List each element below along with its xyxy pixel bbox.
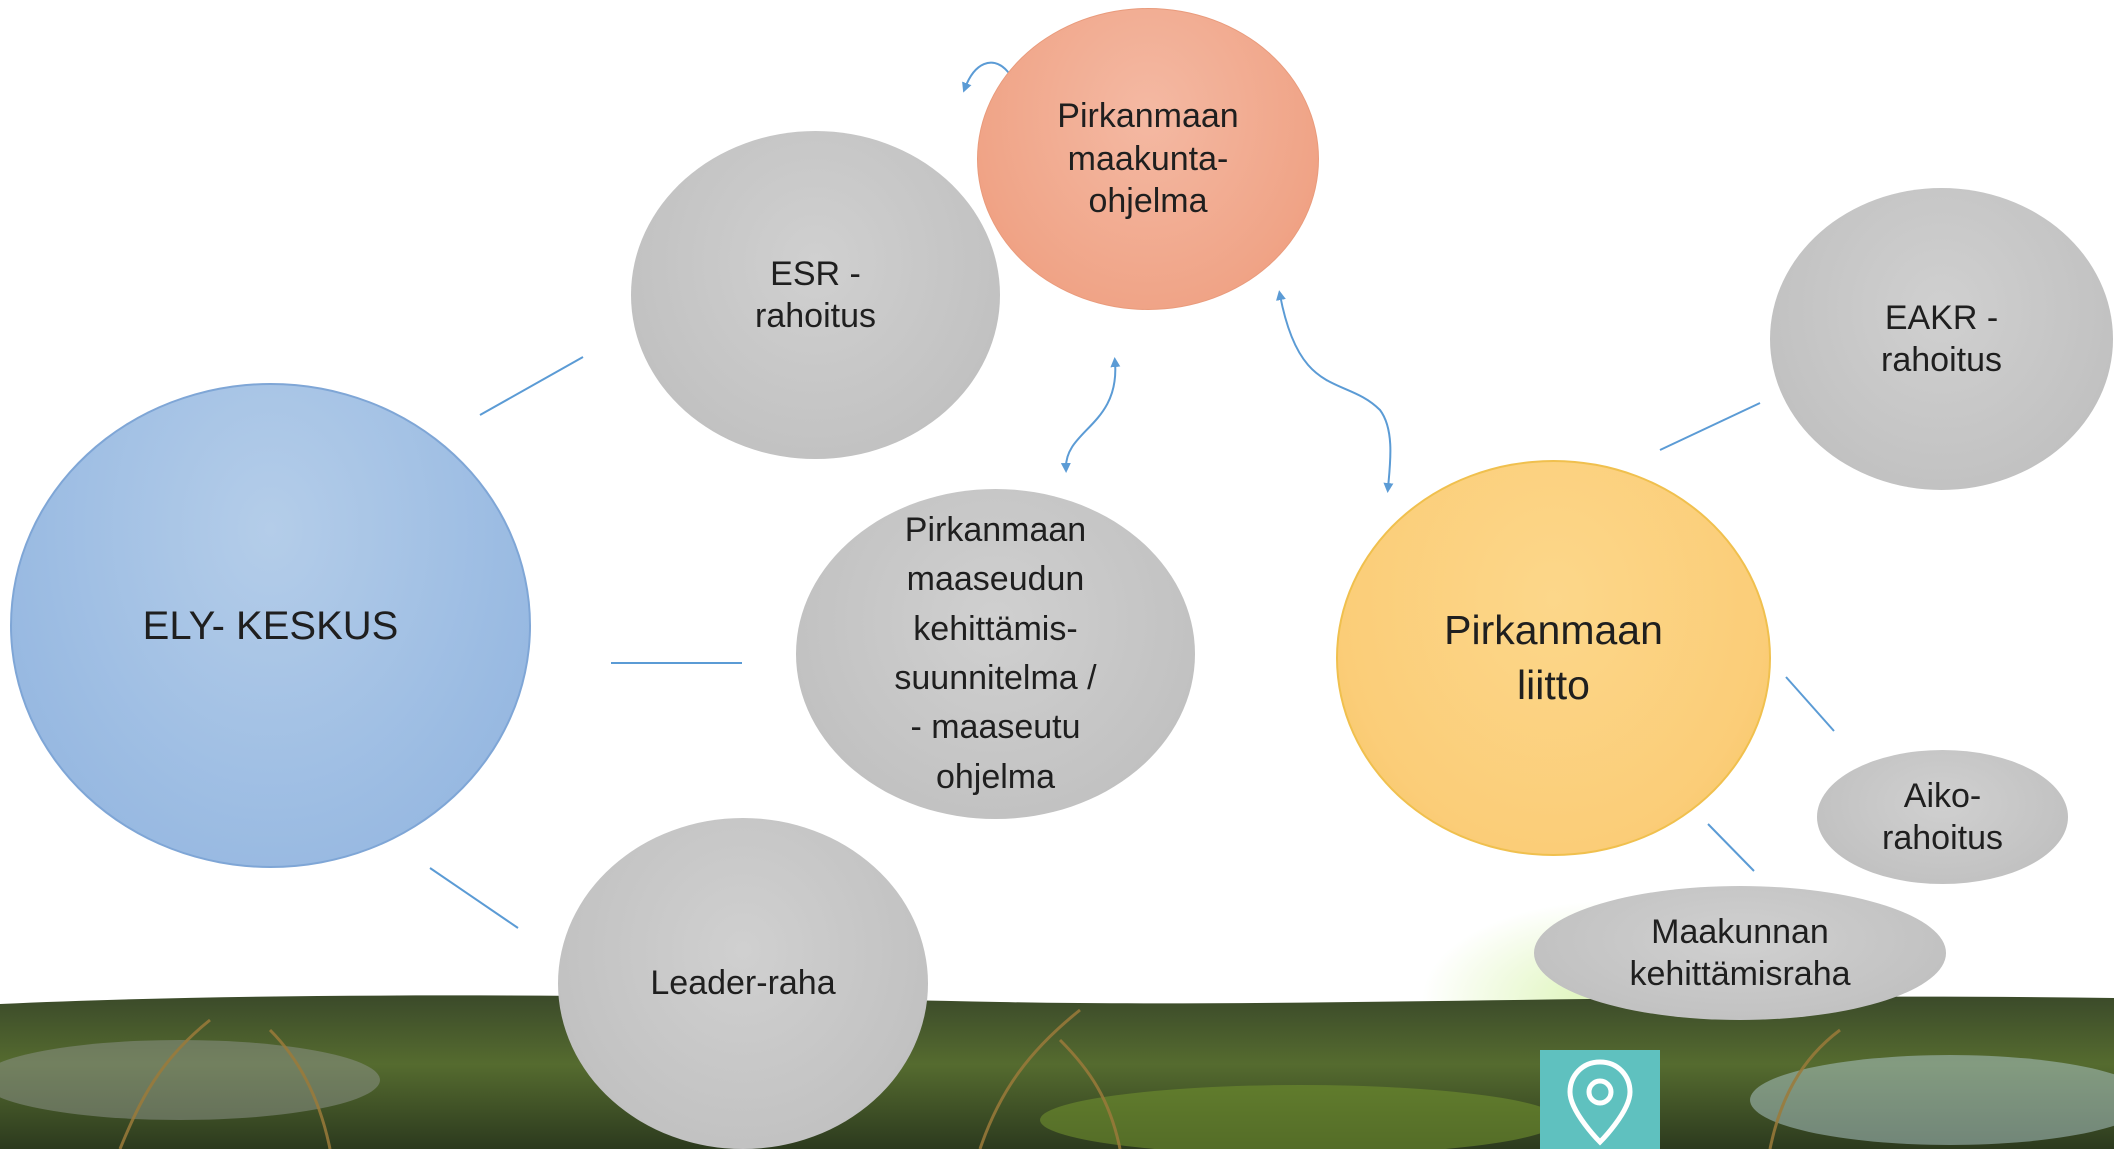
node-ely-keskus-label: ELY- KESKUS — [142, 603, 399, 648]
node-esr-rahoitus: ESR - rahoitus — [631, 131, 1000, 459]
node-maakunnan-line-1: Maakunnan — [1651, 912, 1829, 951]
node-maaseutu-line-3: kehittämis- — [913, 609, 1078, 648]
connector-ely-leader — [429, 867, 519, 929]
node-leader-raha: Leader-raha — [558, 818, 928, 1149]
node-pirkanmaan-liitto: Pirkanmaan liitto — [1336, 460, 1771, 856]
node-eakr-line-1: EAKR - — [1884, 298, 1999, 337]
location-pin-icon — [1567, 1059, 1633, 1146]
node-ely-keskus: ELY- KESKUS — [10, 383, 531, 868]
node-liitto-line-1: Pirkanmaan — [1444, 606, 1663, 653]
node-maakunnan-line-2: kehittämisraha — [1629, 955, 1851, 993]
connector-ely-esr — [479, 356, 584, 416]
node-eakr-line-2: rahoitus — [1881, 341, 2002, 379]
node-esr-line-2: rahoitus — [755, 297, 876, 335]
node-aiko-rahoitus: Aiko- rahoitus — [1817, 750, 2068, 884]
node-maakuntaohjelma-line-2: maakunta- — [1067, 139, 1229, 178]
node-maaseutu-line-4: suunnitelma / — [894, 659, 1097, 697]
arrow-liitto-maakuntaohjelma — [1276, 290, 1394, 493]
connector-liitto-maakunnan — [1707, 823, 1755, 872]
connector-liitto-eakr — [1659, 402, 1761, 451]
node-maaseutu-line-2: maaseudun — [906, 560, 1085, 599]
node-maaseutu-line-6: ohjelma — [935, 757, 1056, 796]
connector-liitto-aiko — [1785, 676, 1835, 732]
node-maaseutu-line-1: Pirkanmaan — [904, 511, 1087, 550]
node-maakunnan-kehittamisraha: Maakunnan kehittämisraha — [1534, 886, 1946, 1020]
node-maaseutu-ohjelma: Pirkanmaan maaseudun kehittämis- suunnit… — [796, 489, 1195, 819]
node-maakuntaohjelma-line-1: Pirkanmaan — [1057, 97, 1239, 136]
node-esr-line-1: ESR - — [770, 254, 861, 293]
node-aiko-line-1: Aiko- — [1903, 776, 1982, 815]
node-eakr-rahoitus: EAKR - rahoitus — [1770, 188, 2113, 490]
node-aiko-line-2: rahoitus — [1882, 819, 2003, 857]
location-pin-badge — [1540, 1050, 1660, 1149]
node-maakuntaohjelma-line-3: ohjelma — [1088, 182, 1208, 221]
node-maakuntaohjelma: Pirkanmaan maakunta- ohjelma — [977, 8, 1319, 310]
node-maaseutu-line-5: - maaseutu — [910, 708, 1081, 747]
node-liitto-line-2: liitto — [1517, 662, 1590, 708]
arrow-maaseutu-maakuntaohjelma — [1060, 357, 1121, 473]
node-leader-label: Leader-raha — [650, 964, 836, 1003]
